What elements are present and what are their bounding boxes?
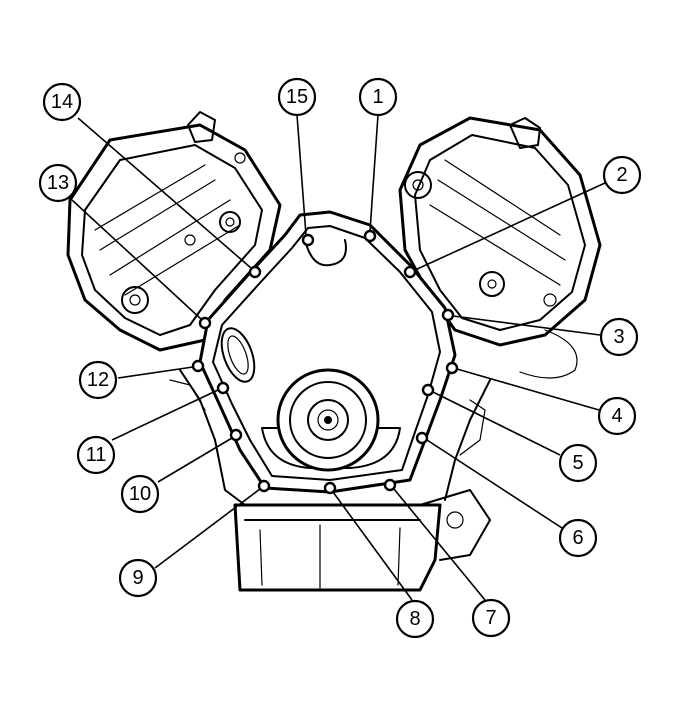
svg-text:5: 5 bbox=[572, 452, 583, 474]
callout-6: 6 bbox=[558, 518, 598, 558]
bolt-14 bbox=[248, 265, 262, 279]
leader-9 bbox=[154, 488, 261, 569]
svg-text:2: 2 bbox=[616, 164, 627, 186]
bolt-locations bbox=[191, 229, 459, 495]
leader-4 bbox=[456, 368, 600, 411]
callout-10: 10 bbox=[120, 474, 160, 514]
bolt-3 bbox=[441, 308, 455, 322]
bolt-9 bbox=[257, 479, 271, 493]
callout-12: 12 bbox=[78, 360, 118, 400]
bolt-6 bbox=[415, 431, 429, 445]
leader-1 bbox=[369, 114, 379, 232]
bolt-15 bbox=[301, 233, 315, 247]
leader-2 bbox=[414, 182, 606, 271]
leader-lines bbox=[71, 114, 606, 601]
callout-13: 13 bbox=[38, 163, 78, 203]
callout-14: 14 bbox=[42, 82, 82, 122]
leader-3 bbox=[452, 315, 601, 336]
engine-drawing bbox=[66, 111, 602, 592]
callout-8: 8 bbox=[395, 599, 435, 639]
callout-9: 9 bbox=[118, 558, 158, 598]
leader-11 bbox=[111, 389, 219, 441]
svg-text:9: 9 bbox=[132, 567, 143, 589]
callout-2: 2 bbox=[602, 155, 642, 195]
leader-8 bbox=[332, 491, 413, 601]
bolt-7 bbox=[383, 478, 397, 492]
leader-15 bbox=[296, 114, 307, 236]
svg-text:12: 12 bbox=[87, 369, 109, 391]
svg-text:4: 4 bbox=[611, 405, 622, 427]
bolt-10 bbox=[229, 428, 243, 442]
bolt-8 bbox=[323, 481, 337, 495]
callout-1: 1 bbox=[358, 77, 398, 117]
callout-4: 4 bbox=[597, 396, 637, 436]
callout-11: 11 bbox=[76, 435, 116, 475]
svg-text:15: 15 bbox=[286, 86, 308, 108]
leader-5 bbox=[432, 391, 561, 456]
svg-text:8: 8 bbox=[409, 608, 420, 630]
bolt-13 bbox=[198, 316, 212, 330]
bolt-4 bbox=[445, 361, 459, 375]
callout-5: 5 bbox=[558, 443, 598, 483]
bolt-2 bbox=[403, 265, 417, 279]
svg-text:3: 3 bbox=[613, 326, 624, 348]
leader-7 bbox=[393, 488, 486, 601]
callout-7: 7 bbox=[471, 598, 511, 638]
bolt-5 bbox=[421, 383, 435, 397]
leader-13 bbox=[71, 199, 202, 320]
svg-text:14: 14 bbox=[51, 91, 73, 113]
svg-text:10: 10 bbox=[129, 483, 151, 505]
svg-text:1: 1 bbox=[372, 86, 383, 108]
svg-text:6: 6 bbox=[572, 527, 583, 549]
svg-text:13: 13 bbox=[47, 172, 69, 194]
svg-text:7: 7 bbox=[485, 607, 496, 629]
leader-12 bbox=[117, 366, 194, 379]
svg-text:11: 11 bbox=[86, 444, 107, 466]
callout-15: 15 bbox=[277, 77, 317, 117]
leader-6 bbox=[426, 439, 563, 529]
leader-10 bbox=[157, 437, 233, 483]
bolt-12 bbox=[191, 359, 205, 373]
bolt-1 bbox=[363, 229, 377, 243]
bolt-11 bbox=[216, 381, 230, 395]
callout-3: 3 bbox=[599, 317, 639, 357]
leader-14 bbox=[77, 117, 252, 269]
